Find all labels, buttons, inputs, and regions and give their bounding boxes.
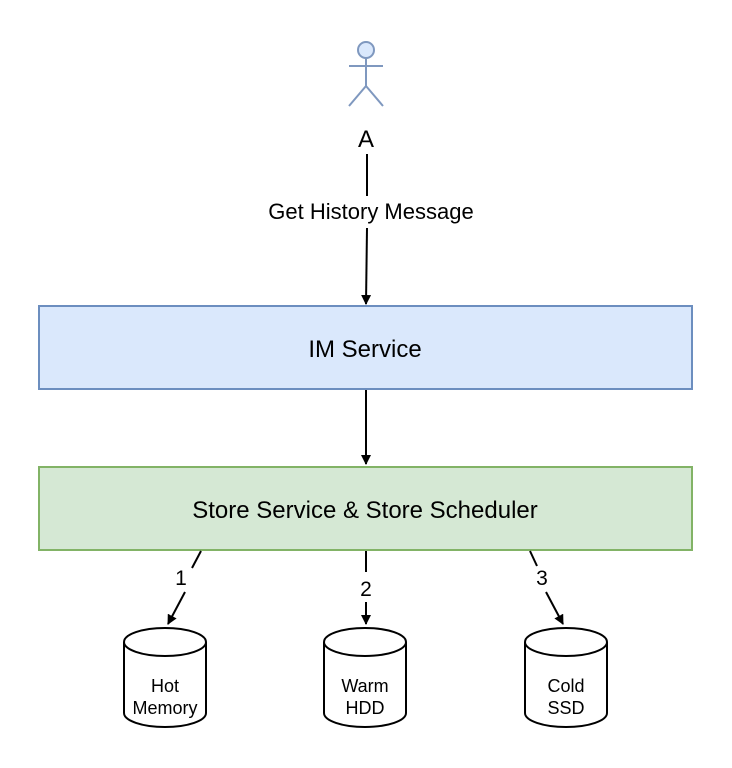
warm-hdd-line-1: Warm: [341, 676, 388, 696]
hot-memory-line-1: Hot: [151, 676, 179, 696]
tier-3-label: 3: [536, 567, 548, 590]
warm-hdd-cylinder-top: [323, 627, 407, 657]
im-service-box: [38, 305, 693, 390]
tier-3-edge-bottom: [545, 591, 564, 625]
im-service-label: IM Service: [308, 336, 421, 363]
cold-ssd-line-2: SSD: [547, 698, 584, 718]
storage-cold-ssd[interactable]: Cold SSD: [524, 627, 608, 728]
warm-hdd-line-2: HDD: [346, 698, 385, 718]
tier-1-label: 1: [175, 567, 187, 590]
storage-warm-hdd[interactable]: Warm HDD: [323, 627, 407, 728]
request-edge-bottom: [361, 227, 372, 305]
store-service-label: Store Service & Store Scheduler: [192, 497, 538, 524]
tier-1-edge-bottom: [167, 591, 186, 625]
cold-ssd-cylinder-body: [524, 642, 608, 728]
tier-1-edge-top: [191, 550, 202, 569]
tier-3-edge-top: [529, 550, 538, 567]
actor-left-leg: [348, 85, 367, 107]
hot-memory-line-2: Memory: [132, 698, 197, 718]
hot-memory-cylinder-body: [123, 642, 207, 728]
warm-hdd-cylinder-body: [323, 642, 407, 728]
hot-memory-cylinder-top: [123, 627, 207, 657]
actor-right-leg: [365, 85, 384, 107]
actor-label: A: [358, 126, 374, 153]
store-service-node[interactable]: Store Service & Store Scheduler: [38, 466, 693, 551]
cold-ssd-line-1: Cold: [547, 676, 584, 696]
cold-ssd-cylinder-top: [524, 627, 608, 657]
store-service-box: [38, 466, 693, 551]
storage-hot-memory[interactable]: Hot Memory: [123, 627, 207, 728]
request-edge-label: Get History Message: [268, 199, 473, 224]
actor-head: [357, 41, 375, 59]
actor-icon: [348, 41, 384, 107]
tier-2-label: 2: [360, 578, 372, 601]
im-service-node[interactable]: IM Service: [38, 305, 693, 390]
